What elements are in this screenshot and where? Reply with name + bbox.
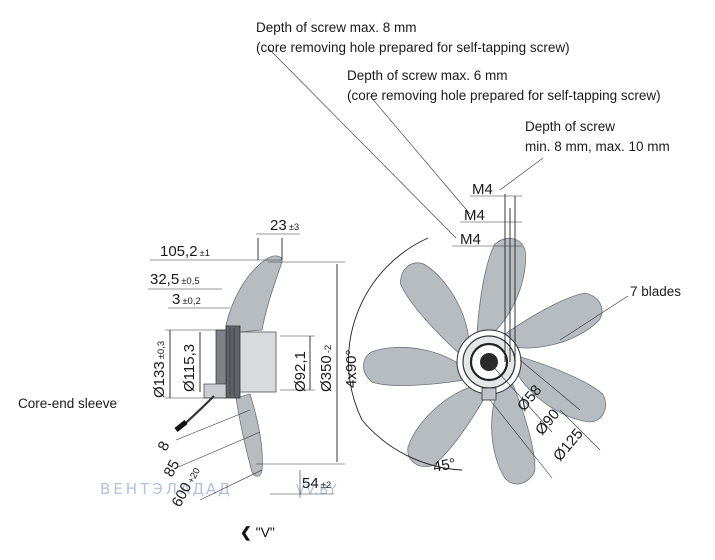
- front-blade: [400, 262, 470, 355]
- note-screw-depth-min-line1: Depth of screw: [525, 119, 616, 134]
- view-label-text: "V": [255, 524, 275, 540]
- view-label: ❮ "V": [240, 524, 275, 541]
- front-blade: [407, 385, 489, 467]
- side-connector-box: [203, 383, 227, 399]
- note-screw-depth-min: Depth of screw min. 8 mm, max. 10 mm: [525, 117, 670, 157]
- thread-label-2: M4: [464, 207, 485, 224]
- dim-4x90: 4x90°: [343, 349, 360, 388]
- front-blades: [363, 237, 606, 485]
- side-view: 23±3 105,2±1 32,5±0,5 3±0,2 Ø133±0,3 Ø11…: [148, 217, 360, 510]
- front-blade: [476, 237, 526, 337]
- dim-8: 8: [155, 439, 174, 454]
- note-screw-depth-8: Depth of screw max. 8 mm (core removing …: [256, 18, 570, 58]
- side-rotor-front: [225, 325, 241, 399]
- watermark-middle: АДАД: [179, 480, 232, 498]
- dim-23: 23±3: [270, 217, 299, 234]
- dim-3: 3±0,2: [172, 291, 201, 308]
- dim-d92-1: Ø92,1: [292, 351, 309, 392]
- dim-105-2: 105,2±1: [160, 243, 210, 260]
- note-core-end-sleeve: Core-end sleeve: [18, 396, 118, 411]
- dim-angle-45: 45°: [432, 455, 457, 476]
- side-hub-body: [237, 331, 277, 393]
- front-blade: [491, 381, 536, 485]
- chevron-left-icon: ❮: [240, 524, 252, 540]
- front-blade: [513, 356, 606, 423]
- side-dimension-lines: [148, 233, 345, 501]
- watermark-text: ВЕНТЭЛАДАД: [100, 480, 232, 498]
- dim-32-5: 32,5±0,5: [150, 271, 200, 288]
- thread-label-1: M4: [472, 181, 493, 198]
- note-blades: 7 blades: [630, 284, 682, 299]
- note-screw-depth-6-line2: (core removing hole prepared for self-ta…: [347, 88, 661, 103]
- note-screw-depth-6: Depth of screw max. 6 mm (core removing …: [347, 66, 661, 106]
- dim-d115-3: Ø115,3: [181, 344, 198, 392]
- thread-label-3: M4: [460, 231, 481, 248]
- dim-d350: Ø350-2: [318, 345, 335, 392]
- front-view: M4 M4 M4 Ø58 Ø90 Ø125 45°: [267, 47, 629, 485]
- front-blade: [363, 346, 465, 386]
- side-lower-blade: [235, 393, 263, 477]
- dim-54: 54±2: [302, 475, 331, 492]
- front-outer-arc: [348, 237, 429, 421]
- dim-85: 85: [161, 457, 184, 480]
- dim-d133: Ø133±0,3: [151, 341, 168, 398]
- note-screw-depth-min-line2: min. 8 mm, max. 10 mm: [525, 139, 670, 154]
- front-connector: [481, 387, 497, 401]
- front-blade: [502, 292, 603, 349]
- note-screw-depth-6-line1: Depth of screw max. 6 mm: [347, 68, 508, 83]
- watermark-left: ВЕНТЭЛ: [100, 480, 180, 498]
- note-screw-depth-8-line2: (core removing hole prepared for self-ta…: [256, 40, 570, 55]
- note-screw-depth-8-line1: Depth of screw max. 8 mm: [256, 20, 417, 35]
- side-upper-blade: [225, 255, 283, 333]
